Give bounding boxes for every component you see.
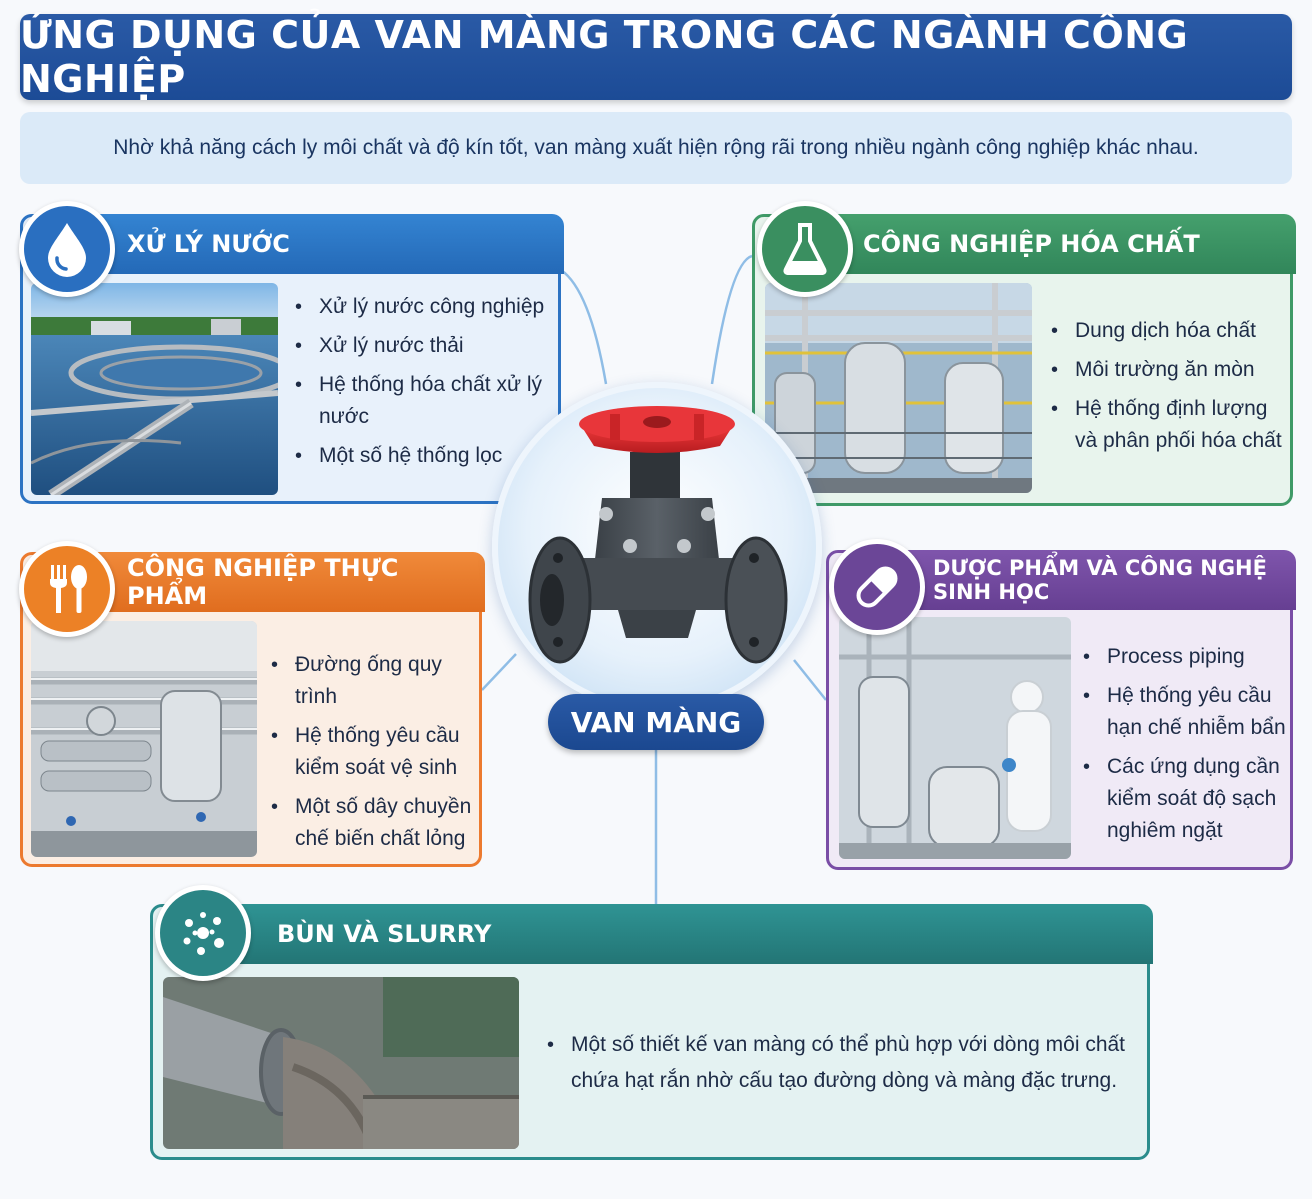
connector-food <box>481 653 517 691</box>
card-header: DƯỢC PHẨM VÀ CÔNG NGHỆ SINH HỌC <box>887 550 1296 610</box>
list-item: Hệ thống yêu cầu hạn chế nhiễm bẩn <box>1083 680 1293 744</box>
flask-icon <box>757 201 853 297</box>
list-item: Một số hệ thống lọc <box>295 440 560 472</box>
card-title: BÙN VÀ SLURRY <box>277 920 492 948</box>
diaphragm-valve-illustration <box>528 406 788 664</box>
connector-water <box>560 268 608 385</box>
list-item: Một số dây chuyền chế biến chất lỏng <box>271 791 483 855</box>
card-title: CÔNG NGHIỆP THỰC PHẨM <box>127 554 399 610</box>
pharma-applications-list: Process piping Hệ thống yêu cầu hạn chế … <box>1083 641 1293 854</box>
valve-center-circle <box>492 382 822 712</box>
card-header: CÔNG NGHIỆP HÓA CHẤT <box>813 214 1296 274</box>
list-item: Hệ thống yêu cầu kiểm soát vệ sinh <box>271 720 483 784</box>
list-item: Đường ống quy trình <box>271 649 483 713</box>
slurry-pipe-photo <box>163 977 519 1149</box>
fork-spoon-icon <box>19 541 115 637</box>
capsule-icon <box>829 539 925 635</box>
list-item: Môi trường ăn mòn <box>1051 354 1291 386</box>
card-chemical-industry: CÔNG NGHIỆP HÓA CHẤT Dung dịch hóa chất … <box>752 201 1296 506</box>
water-treatment-photo <box>31 283 278 495</box>
card-title: DƯỢC PHẨM VÀ CÔNG NGHỆ SINH HỌC <box>933 556 1267 604</box>
particles-icon <box>155 885 251 981</box>
valve-label: VAN MÀNG <box>548 694 764 750</box>
list-item: Process piping <box>1083 641 1293 673</box>
card-header: CÔNG NGHIỆP THỰC PHẨM <box>73 552 485 612</box>
list-item: Hệ thống hóa chất xử lý nước <box>295 369 560 433</box>
list-item: Xử lý nước công nghiệp <box>295 291 560 323</box>
card-title: CÔNG NGHIỆP HÓA CHẤT <box>863 230 1200 258</box>
card-pharma-biotech: DƯỢC PHẨM VÀ CÔNG NGHỆ SINH HỌC Process … <box>826 539 1296 870</box>
chemical-plant-photo <box>765 283 1032 493</box>
food-applications-list: Đường ống quy trình Hệ thống yêu cầu kiể… <box>271 649 483 862</box>
card-food-industry: CÔNG NGHIỆP THỰC PHẨM Đường ống quy trìn… <box>19 541 485 867</box>
card-mud-slurry: BÙN VÀ SLURRY Một số thiết kế van màng c… <box>150 885 1153 1160</box>
food-processing-photo <box>31 621 257 857</box>
card-title: XỬ LÝ NƯỚC <box>127 230 290 258</box>
valve-label-text: VAN MÀNG <box>570 705 742 739</box>
card-header: BÙN VÀ SLURRY <box>213 904 1153 964</box>
card-water-treatment: XỬ LÝ NƯỚC Xử lý nước công nghiệp Xử lý … <box>19 201 564 504</box>
card-header: XỬ LÝ NƯỚC <box>73 214 564 274</box>
list-item: Xử lý nước thải <box>295 330 560 362</box>
list-item: Các ứng dụng cần kiểm soát độ sạch nghiê… <box>1083 751 1293 847</box>
slurry-applications-list: Một số thiết kế van màng có thể phù hợp … <box>547 1027 1137 1106</box>
intro-box: Nhờ khả năng cách ly môi chất và độ kín … <box>20 112 1292 184</box>
intro-text: Nhờ khả năng cách ly môi chất và độ kín … <box>113 136 1199 159</box>
pharma-lab-photo <box>839 617 1071 859</box>
connector-chemical <box>710 254 753 385</box>
list-item: Một số thiết kế van màng có thể phù hợp … <box>547 1027 1137 1099</box>
connector-pharma <box>793 659 827 701</box>
chemical-applications-list: Dung dịch hóa chất Môi trường ăn mòn Hệ … <box>1051 315 1291 464</box>
page-title: ỨNG DỤNG CỦA VAN MÀNG TRONG CÁC NGÀNH CÔ… <box>20 13 1189 101</box>
list-item: Dung dịch hóa chất <box>1051 315 1291 347</box>
water-drop-icon <box>19 201 115 297</box>
title-banner: ỨNG DỤNG CỦA VAN MÀNG TRONG CÁC NGÀNH CÔ… <box>20 13 1292 101</box>
list-item: Hệ thống định lượng và phân phối hóa chấ… <box>1051 393 1291 457</box>
water-applications-list: Xử lý nước công nghiệp Xử lý nước thải H… <box>295 291 560 479</box>
